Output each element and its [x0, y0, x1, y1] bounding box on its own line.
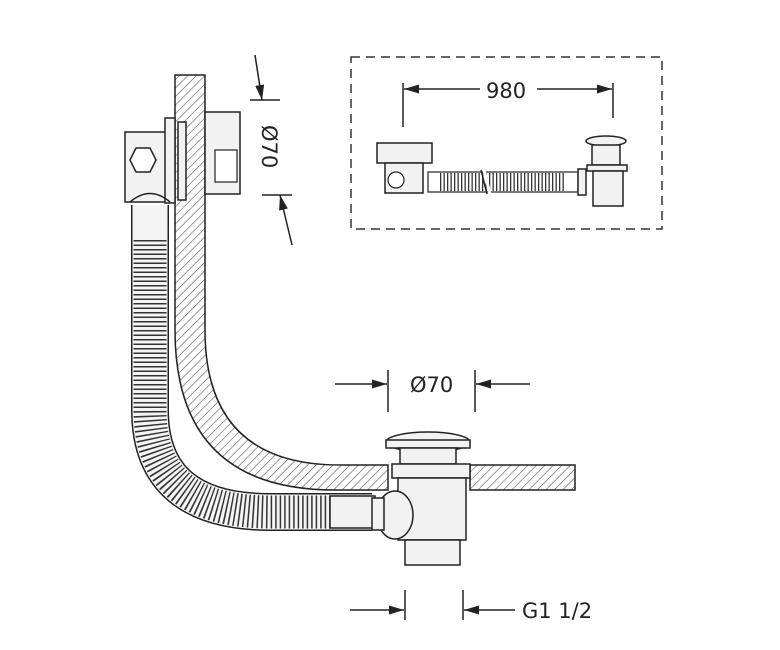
- inset-length-label: 980: [486, 79, 526, 103]
- overflow-diameter-label: Ø70: [257, 125, 281, 168]
- bathtub-wall: [174, 74, 389, 491]
- hex-nut-icon: [129, 147, 157, 173]
- bathtub-floor: [469, 464, 576, 491]
- drain-diameter-label: Ø70: [410, 373, 453, 397]
- drain-valve: [371, 431, 471, 566]
- inset-overview: 980: [350, 56, 663, 230]
- dimension-drain-diameter: Ø70: [335, 370, 530, 412]
- thread-label: G1 1/2: [522, 599, 592, 623]
- dimension-overflow-diameter: Ø70: [250, 54, 293, 246]
- dimension-thread: G1 1/2: [350, 590, 592, 623]
- overflow-unit: [124, 111, 241, 204]
- corrugated-hose: [131, 205, 376, 531]
